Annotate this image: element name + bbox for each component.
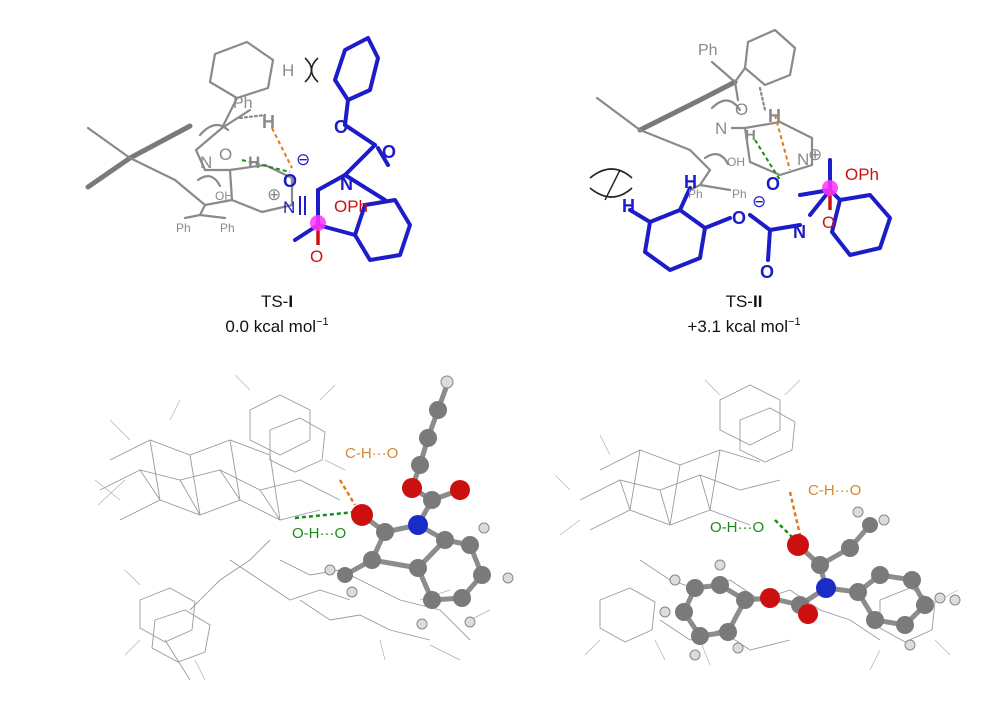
ts2-o-ester: O <box>732 208 746 228</box>
ts2-o-top: O <box>735 100 748 119</box>
ts1-energy: 0.0 kcal mol−1 <box>225 316 328 336</box>
stereocenter-highlight <box>310 215 326 231</box>
ts2-n-blue: N <box>793 222 806 242</box>
ts1-n-blue: N <box>340 174 353 194</box>
ts2-oh: OH <box>727 155 745 169</box>
ts2-o-red: O <box>822 213 835 232</box>
ts2-ph-b: Ph <box>732 187 747 201</box>
ts2-plus: ⊕ <box>808 145 822 164</box>
ts2-oph: OPh <box>845 165 879 184</box>
ts2-h-blue: H <box>622 196 635 216</box>
ts1-minus: ⊖ <box>296 150 310 169</box>
ts1-model: C-H···O O-H···O <box>94 374 514 681</box>
ts2-ph-a: Ph <box>688 187 703 201</box>
ts2-h-left: H <box>684 172 697 192</box>
ts1-o-ester: O <box>334 117 348 137</box>
ts2-h-ortho: H <box>745 127 756 144</box>
ts1-h-bold: H <box>262 112 275 132</box>
ts2-ch-o-label: C-H···O <box>808 482 861 499</box>
ts2-o-carbonyl: O <box>760 262 774 282</box>
ts1-ph-top: Ph <box>233 95 253 112</box>
ts1-oh: OH <box>215 189 233 203</box>
ts1-scheme: H Ph H N O H OH Ph Ph ⊕ N ⊖ O N O O OPh … <box>85 36 412 266</box>
ts1-o-carbonyl-a: O <box>382 142 396 162</box>
ts1-ch-o-label: C-H···O <box>345 445 398 462</box>
ts2-energy: +3.1 kcal mol−1 <box>687 316 800 336</box>
ts1-h-top: H <box>282 61 294 80</box>
ts1-ph-a: Ph <box>176 221 191 235</box>
ts2-model: C-H···O O-H···O <box>554 379 961 671</box>
ts1-o-red: O <box>310 247 323 266</box>
ts1-oh-o-label: O-H···O <box>292 525 346 542</box>
ts2-label: TS-II <box>726 292 763 311</box>
ts1-n-plus: N <box>283 198 295 217</box>
steric-clash-icon <box>304 57 313 83</box>
ts2-n: N <box>715 119 727 138</box>
ts2-n-plus: N <box>797 150 809 169</box>
ts1-plus: ⊕ <box>267 185 281 204</box>
ts2-ball-stick <box>659 506 961 661</box>
steric-clash-icon-2 <box>589 168 633 179</box>
ts1-label: TS-I <box>261 292 293 311</box>
ts2-scheme: Ph O N H H OH Ph Ph N ⊕ OPh O ⊖ N O O O … <box>589 28 892 282</box>
ts1-n: N <box>200 153 212 172</box>
stereocenter-highlight-2 <box>822 180 838 196</box>
ts1-ph-b: Ph <box>220 221 235 235</box>
ts2-ph-top: Ph <box>698 42 718 59</box>
ts1-h-oh: H <box>248 153 260 172</box>
ts1-o-minus: O <box>283 171 297 191</box>
ts1-oph: OPh <box>334 197 368 216</box>
ts2-o-minus: O <box>766 174 780 194</box>
ts2-h-bold: H <box>768 106 781 126</box>
ts2-minus: ⊖ <box>752 192 766 211</box>
ts1-o-h: O <box>219 145 232 164</box>
ts1-ball-stick <box>324 375 514 630</box>
ts2-oh-o-label: O-H···O <box>710 519 764 536</box>
